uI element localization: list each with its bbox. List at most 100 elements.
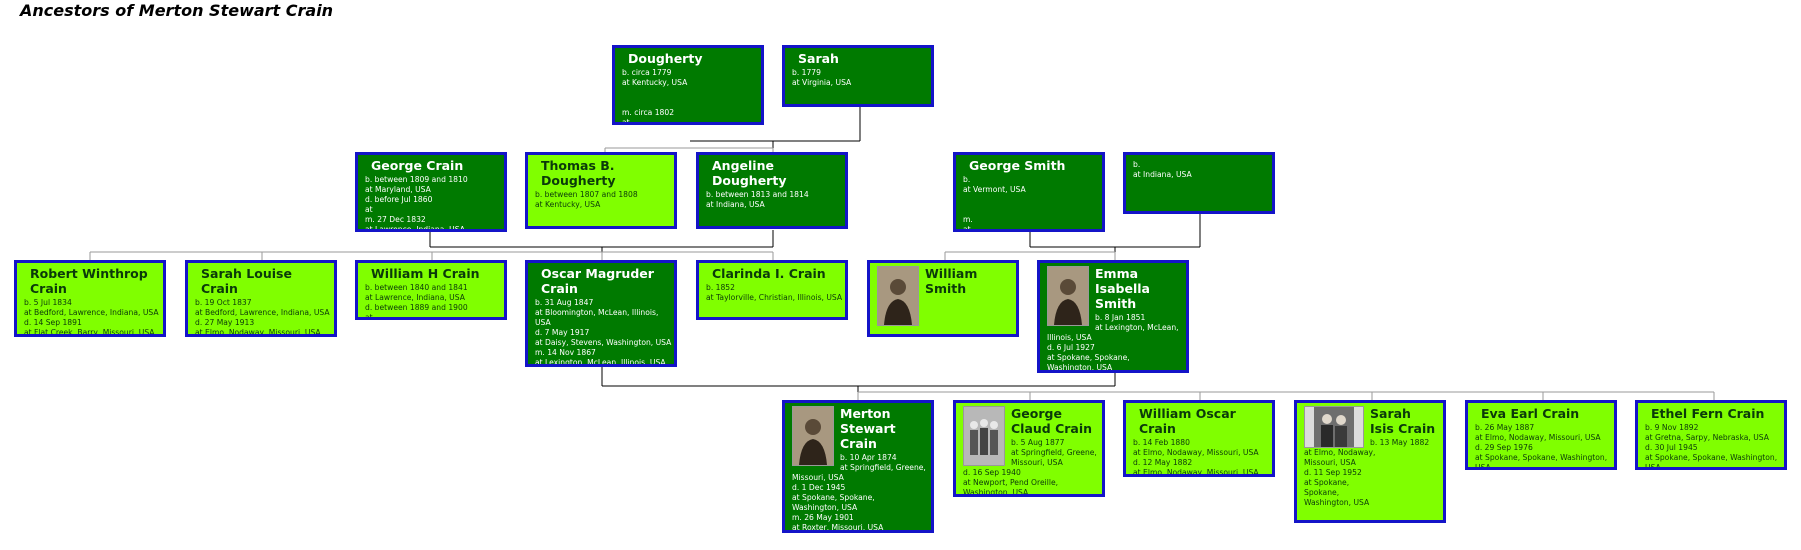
person-detail-line: Washington, USA (1304, 498, 1370, 507)
person-detail-line: d. 12 May 1882 (1133, 458, 1193, 467)
person-detail-line: at Indiana, USA (706, 200, 765, 209)
person-detail-line: at Newport, Pend Oreille, (963, 478, 1059, 487)
person-name: Robert Winthrop Crain (30, 266, 148, 296)
person-detail-line: at Lexington, McLean, (1095, 323, 1179, 332)
person-detail-line: at Bedford, Lawrence, Indiana, USA (195, 308, 330, 317)
person-detail-line: Washington, USA (963, 488, 1029, 497)
person-detail-line: at Kentucky, USA (622, 78, 688, 87)
person-detail-line: at Lawrence, Indiana, USA (365, 225, 465, 232)
person-detail-line: USA (1645, 463, 1661, 470)
person-detail-line: d. 7 May 1917 (535, 328, 590, 337)
person-detail-line: m. circa 1802 (622, 108, 675, 117)
person-name: Angeline Dougherty (712, 158, 787, 188)
person-name: William H Crain (371, 266, 480, 281)
person-detail-line: b. between 1807 and 1808 (535, 190, 638, 199)
person-detail-line: USA (1475, 463, 1491, 470)
person-detail-line: at Indiana, USA (1133, 170, 1192, 179)
person-detail-line: d. 27 May 1913 (195, 318, 255, 327)
person-name: Ethel Fern Crain (1651, 406, 1765, 421)
person-detail-line: b. 9 Nov 1892 (1645, 423, 1699, 432)
person-detail-line: at Spokane, Spokane, Washington, (1475, 453, 1608, 462)
person-detail-line: at Lexington, McLean, Illinois, USA (535, 358, 666, 367)
person-detail-line: d. 1 Dec 1945 (792, 483, 846, 492)
spacer (622, 88, 756, 98)
person-detail-line: b. 1852 (706, 283, 735, 292)
person-detail-line: at Spokane, Spokane, Washington, (1645, 453, 1778, 462)
person-name: Sarah Isis Crain (1370, 406, 1436, 436)
spacer (963, 195, 1097, 205)
person-detail-line: Missouri, USA (1304, 458, 1356, 467)
person-detail-line: at Elmo, Nodaway, Missouri, USA (1133, 468, 1259, 477)
person-detail-line: at Daisy, Stevens, Washington, USA (535, 338, 672, 347)
person-detail-line: at Elmo, Nodaway, (1304, 448, 1376, 457)
person-photo (963, 406, 1005, 466)
person-name: Merton Stewart Crain (840, 406, 896, 451)
person-photo (1304, 406, 1364, 448)
person-detail-line: b. (963, 175, 971, 184)
person-detail-line: Spokane, (1304, 488, 1340, 497)
person-name: Sarah Louise Crain (201, 266, 292, 296)
person-card-william-smith[interactable]: William Smith (867, 260, 1019, 337)
person-detail-line: Missouri, USA (1011, 458, 1063, 467)
person-name: Sarah (798, 51, 839, 66)
person-detail-line: d. before Jul 1860 (365, 195, 433, 204)
person-detail-line: b. (1133, 160, 1141, 169)
person-detail-line: at Bloomington, McLean, Illinois, (535, 308, 659, 317)
person-detail-line: d. 11 Sep 1952 (1304, 468, 1362, 477)
person-name: Dougherty (628, 51, 703, 66)
person-detail-line: Missouri, USA (792, 473, 844, 482)
person-photo (877, 266, 919, 326)
person-detail-line: m. 14 Nov 1867 (535, 348, 596, 357)
person-name: George Smith (969, 158, 1066, 173)
person-detail-line: b. 10 Apr 1874 (840, 453, 897, 462)
person-detail-line: at (365, 205, 373, 214)
person-card-angeline-dougherty[interactable]: Angeline Dougherty b. between 1813 and 18… (696, 152, 848, 229)
person-detail-line: at Roxter, Missouri, USA (792, 523, 884, 532)
person-card-unknown-wife[interactable]: b.at Indiana, USA (1123, 152, 1275, 214)
person-name: Oscar Magruder Crain (541, 266, 654, 296)
person-detail-line: d. 30 Jul 1945 (1645, 443, 1698, 452)
person-detail-line: at Elmo, Nodaway, Missouri, USA (195, 328, 321, 337)
person-detail-line: b. 13 May 1882 (1370, 438, 1430, 447)
person-detail-line: at Gretna, Sarpy, Nebraska, USA (1645, 433, 1769, 442)
person-detail-line: Illinois, USA (1047, 333, 1092, 342)
person-detail-line: b. 19 Oct 1837 (195, 298, 252, 307)
spacer (622, 98, 756, 108)
person-detail-line: d. 6 Jul 1927 (1047, 343, 1095, 352)
person-detail-line: b. between 1840 and 1841 (365, 283, 468, 292)
person-detail-line: b. 14 Feb 1880 (1133, 438, 1190, 447)
person-detail-line: Washington, USA (792, 503, 858, 512)
person-detail-line: d. 16 Sep 1940 (963, 468, 1021, 477)
person-name: Thomas B. Dougherty (541, 158, 616, 188)
spacer (963, 205, 1097, 215)
person-detail-line: b. 5 Jul 1834 (24, 298, 72, 307)
person-detail-line: at Elmo, Nodaway, Missouri, USA (1133, 448, 1259, 457)
person-card-thomas-dougherty[interactable]: Thomas B. Dougherty b. between 1807 and 1… (525, 152, 677, 229)
person-name: William Smith (925, 266, 978, 296)
person-detail-line: at Flat Creek, Barry, Missouri, USA (24, 328, 155, 337)
person-name: Eva Earl Crain (1481, 406, 1580, 421)
person-detail-line: at (963, 225, 971, 232)
person-detail-line: m. (963, 215, 973, 224)
person-detail-line: b. between 1813 and 1814 (706, 190, 809, 199)
person-detail-line: b. 8 Jan 1851 (1095, 313, 1146, 322)
person-detail-line: at Kentucky, USA (535, 200, 601, 209)
person-detail-line: m. 26 May 1901 (792, 513, 854, 522)
person-detail-line: d. 29 Sep 1976 (1475, 443, 1533, 452)
